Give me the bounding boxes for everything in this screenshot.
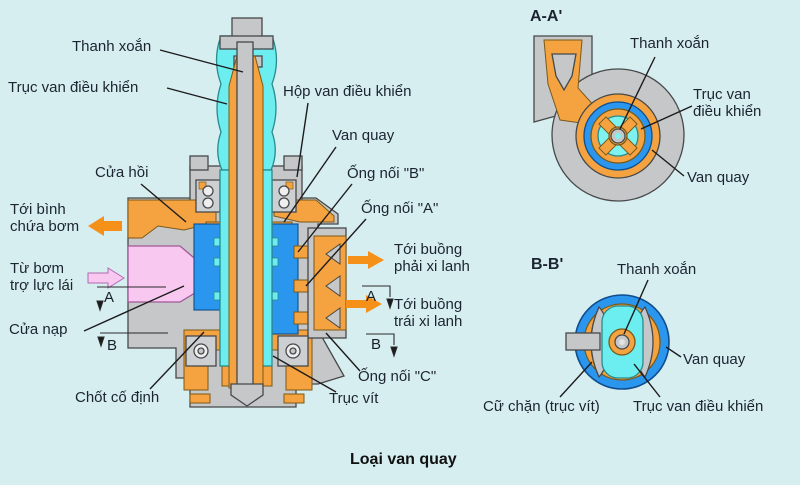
section-marker-b-left: B [107, 337, 118, 354]
section-aa-title: A-A' [530, 8, 563, 25]
section-marker-a-right: A [366, 288, 377, 305]
main-cross-section [127, 17, 347, 408]
bb-label-cu-chan: Cữ chặn (trục vít) [483, 398, 600, 415]
neck-flange-left [189, 155, 209, 171]
bb-worm-tab [565, 332, 601, 351]
leader-lines [83, 49, 367, 393]
label-cua-hoi: Cửa hồi [95, 164, 149, 181]
aa-label-thanh-xoan: Thanh xoắn [630, 35, 710, 52]
lower-bearings [185, 335, 309, 367]
arrow-to-reservoir [88, 216, 122, 236]
diagram-caption: Loại van quay [350, 451, 457, 468]
bb-label-truc-van: Trục van điều khiển [633, 398, 764, 415]
section-marker-b-right: B [371, 336, 382, 353]
label-van-quay: Van quay [332, 127, 395, 144]
arrow-to-right-chamber [348, 251, 384, 269]
flow-arrows [87, 216, 384, 313]
label-cua-nap: Cửa nạp [9, 321, 68, 338]
label-ong-noi-b: Ống nối "B" [347, 165, 425, 182]
bb-center-dot [619, 339, 625, 345]
section-marker-a-left: A [104, 289, 115, 306]
label-truc-vit: Trục vít [329, 390, 379, 407]
label-hop-van-dieu-khien: Hộp van điều khiển [283, 83, 412, 100]
section-aa-drawing [533, 35, 685, 202]
connector-chevrons [325, 243, 341, 329]
section-marker-lines [96, 285, 398, 358]
aa-label-van-quay: Van quay [687, 169, 750, 186]
label-truc-van-dieu-khien: Trục van điều khiển [8, 79, 139, 96]
label-chot-co-dinh: Chốt cố định [75, 389, 160, 406]
bb-label-thanh-xoan: Thanh xoắn [617, 261, 697, 278]
label-ong-noi-a: Ống nối "A" [361, 200, 439, 217]
bb-label-van-quay: Van quay [683, 351, 746, 368]
label-toi-buong-trai: Tới buồng trái xi lanh [394, 296, 463, 331]
shaft-top-stub [231, 17, 263, 39]
label-ong-noi-c: Ống nối "C" [358, 368, 437, 385]
label-toi-binh-chua-bom: Tới bình chứa bơm [10, 201, 80, 236]
worm-shaft-tip [230, 383, 264, 407]
bb-leader-lines [559, 279, 682, 398]
aa-leader-lines [619, 56, 693, 177]
arrow-to-left-chamber [346, 295, 382, 313]
neck-flange-right [283, 155, 303, 171]
aa-center-dot [615, 133, 621, 139]
center-rod [236, 41, 254, 391]
label-tu-bom-tro-luc-lai: Từ bơm trợ lực lái [10, 260, 74, 295]
section-bb-drawing [565, 294, 670, 390]
label-toi-buong-phai: Tới buồng phải xi lanh [394, 241, 470, 276]
section-bb-title: B-B' [531, 256, 564, 273]
label-thanh-xoan: Thanh xoắn [72, 38, 152, 55]
aa-inlet-wedge [551, 53, 577, 92]
aa-label-truc-van: Trục van điều khiển [693, 86, 762, 121]
